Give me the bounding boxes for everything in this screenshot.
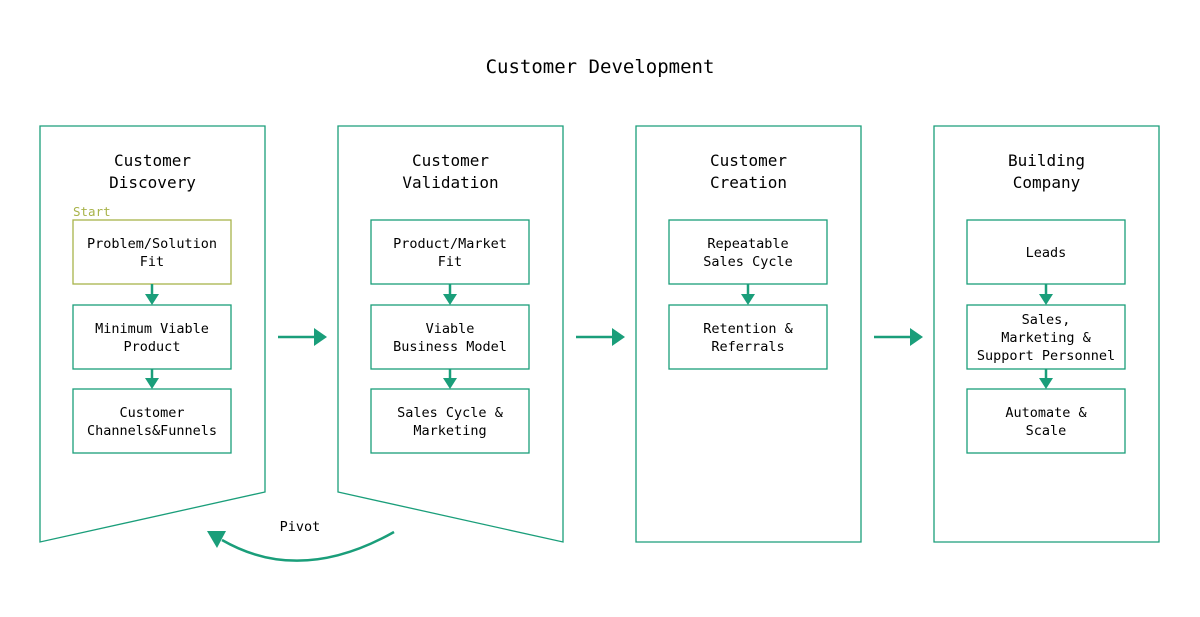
- step-label: Sales Cycle: [703, 254, 792, 270]
- phase-arrow-1: [278, 328, 327, 346]
- step-box: [668, 304, 828, 370]
- step-label: Channels&Funnels: [87, 423, 217, 439]
- step-label: Business Model: [393, 339, 507, 355]
- step-label: Leads: [1026, 245, 1067, 261]
- step-label: Repeatable: [707, 236, 788, 252]
- phase-title: Customer: [710, 151, 787, 170]
- step-arrow: [443, 284, 457, 305]
- step-arrow: [741, 284, 755, 305]
- phase-title: Creation: [710, 173, 787, 192]
- step-label: Customer: [119, 405, 184, 421]
- step-box: [668, 219, 828, 285]
- step-arrow: [145, 369, 159, 389]
- phase-panel-4: [933, 125, 1160, 543]
- pivot-arrow: [207, 530, 395, 562]
- step-box: [370, 388, 530, 454]
- step-label: Fit: [438, 254, 462, 270]
- step-label: Referrals: [711, 339, 784, 355]
- step-box: [370, 304, 530, 370]
- step-label: Support Personnel: [977, 348, 1115, 364]
- start-label: Start: [73, 204, 111, 219]
- step-label: Minimum Viable: [95, 321, 209, 337]
- step-arrow: [145, 284, 159, 305]
- step-label: Marketing: [413, 423, 486, 439]
- step-box: [72, 304, 232, 370]
- phase-title: Customer: [114, 151, 191, 170]
- phase-title: Customer: [412, 151, 489, 170]
- step-label: Sales Cycle &: [397, 405, 504, 421]
- step-label: Retention &: [703, 321, 793, 337]
- step-label: Problem/Solution: [87, 236, 217, 252]
- step-label: Marketing &: [1001, 330, 1091, 346]
- step-arrow: [443, 369, 457, 389]
- step-label: Sales,: [1022, 312, 1071, 328]
- step-box: [72, 219, 232, 285]
- step-label: Scale: [1026, 423, 1067, 439]
- step-box: [72, 388, 232, 454]
- step-box: [966, 388, 1126, 454]
- step-arrow: [1039, 284, 1053, 305]
- diagram-title: Customer Development: [486, 56, 715, 78]
- phase-arrow-2: [576, 328, 625, 346]
- phase-panel-1: [39, 125, 266, 543]
- step-box: [370, 219, 530, 285]
- phase-arrow-3: [874, 328, 923, 346]
- phase-panel-2: [337, 125, 564, 543]
- pivot-label: Pivot: [280, 519, 321, 535]
- phase-title: Company: [1013, 173, 1081, 192]
- phase-title: Validation: [402, 173, 498, 192]
- step-label: Product: [124, 339, 181, 355]
- step-label: Automate &: [1005, 405, 1087, 421]
- step-label: Fit: [140, 254, 164, 270]
- phase-title: Discovery: [109, 173, 196, 192]
- step-label: Viable: [426, 321, 475, 337]
- phase-title: Building: [1008, 151, 1085, 170]
- step-label: Product/Market: [393, 236, 507, 252]
- step-arrow: [1039, 369, 1053, 389]
- phase-panel-3: [635, 125, 862, 543]
